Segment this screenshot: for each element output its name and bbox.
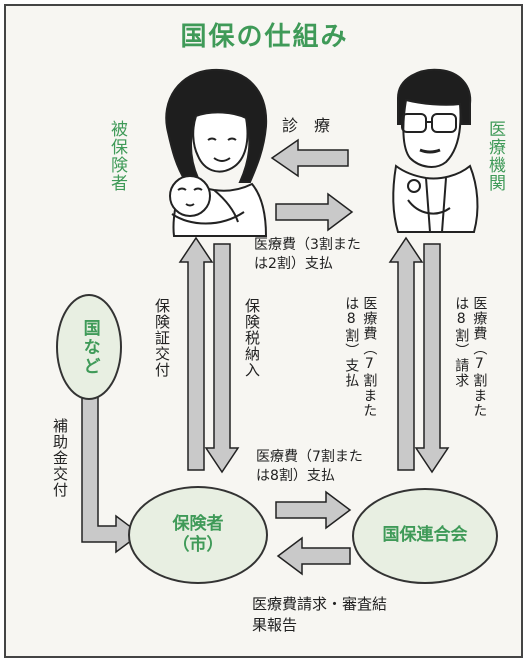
arrow-pay-tax (204, 243, 240, 474)
arrow-issue-card (178, 236, 214, 471)
label-copay: 医療費（3割または2割）支払 (254, 237, 361, 272)
label-insured: 被保険者 (107, 120, 127, 192)
oval-government: 国など (56, 294, 122, 400)
arrow-subsidy (81, 393, 142, 554)
label-insurer-pay: 医療費（7割または8割）支払 (256, 449, 363, 484)
arrow-claim (414, 243, 450, 474)
label-federation: 国保連合会 (382, 525, 468, 546)
doctor-icon (392, 68, 479, 233)
label-insurer: 保険者 （市） (172, 513, 224, 555)
label-subsidy: 補助金交付 (51, 418, 69, 498)
label-government: 国など (79, 318, 100, 376)
arrow-medical-care (270, 138, 349, 178)
arrow-review-report (276, 536, 351, 576)
oval-federation: 国保連合会 (352, 488, 498, 584)
diagram-title: 国保の仕組み (180, 22, 349, 52)
label-medical-institution: 医療機関 (485, 120, 505, 192)
arrow-insurer-pay (275, 490, 352, 530)
arrow-copay (275, 192, 354, 232)
mother-baby-icon (165, 68, 268, 237)
label-review-report: 医療費請求・審査結果報告 (252, 595, 388, 634)
label-pay-institution: 医療費（7割または8割）支払 (343, 296, 378, 418)
label-claim: 医療費（7割または8割）請求 (453, 296, 488, 418)
oval-insurer: 保険者 （市） (128, 486, 268, 584)
label-pay-tax: 保険税納入 (243, 298, 261, 378)
label-medical-care: 診 療 (282, 116, 331, 135)
label-issue-card: 保険証交付 (153, 298, 171, 378)
arrow-pay-institution (388, 236, 424, 471)
